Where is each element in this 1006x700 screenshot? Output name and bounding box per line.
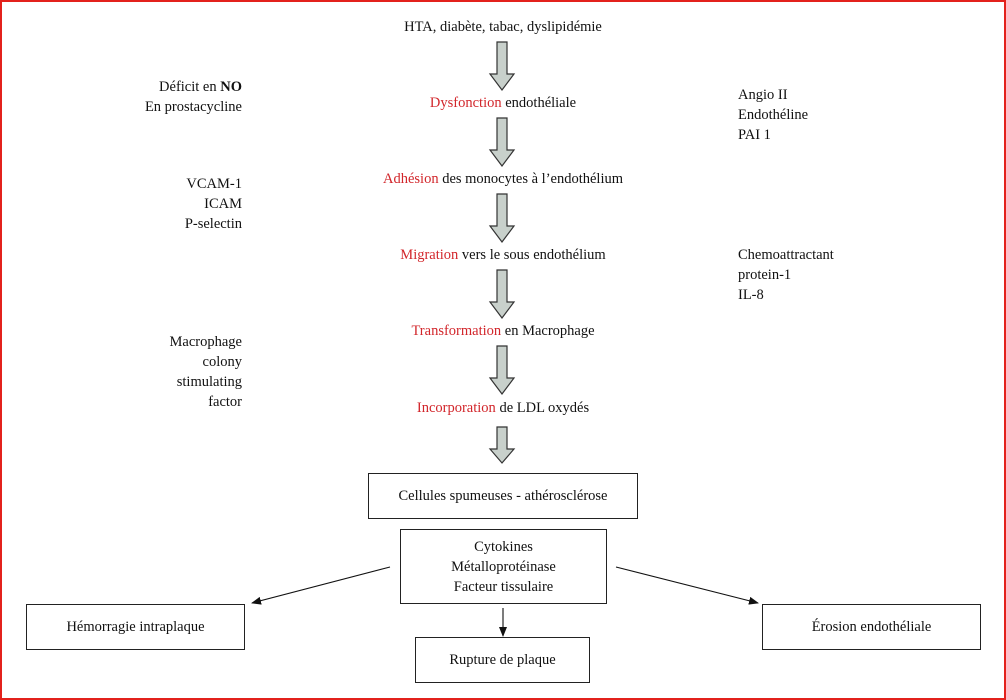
right-note-angio: Angio II [738, 87, 788, 103]
right-note-dysfonction: Angio II Endothéline PAI 1 [738, 85, 808, 145]
rupture-box: Rupture de plaque [415, 637, 590, 683]
step-adhesion-text: des monocytes à l’endothélium [438, 171, 624, 187]
step-dysfonction-text: endothéliale [501, 95, 577, 111]
left-note-mcsf-3: stimulating [176, 374, 242, 390]
left-note-transformation: Macrophage colony stimulating factor [170, 332, 242, 412]
step-migration-keyword: Migration [400, 247, 459, 263]
step-arrow-4 [488, 269, 516, 319]
left-note-no-prefix: Déficit en [159, 79, 221, 95]
step-arrow-3 [488, 193, 516, 243]
left-note-no-bold: NO [220, 79, 242, 95]
step-dysfonction-keyword: Dysfonction [429, 95, 502, 111]
arrow-to-hemorrhage [251, 566, 391, 605]
risk-factors-label: HTA, diabète, tabac, dyslipidémie [404, 19, 602, 35]
right-note-migration: Chemoattractant protein-1 IL-8 [738, 245, 834, 305]
left-note-vcam: VCAM-1 [186, 176, 242, 192]
step-adhesion-keyword: Adhésion [382, 171, 439, 187]
right-note-endotheline: Endothéline [738, 107, 809, 123]
mediator-cytokines: Cytokines [474, 538, 533, 555]
foam-cells-label: Cellules spumeuses - athérosclérose [398, 488, 608, 504]
left-note-icam: ICAM [204, 196, 242, 212]
erosion-label: Érosion endothéliale [811, 619, 932, 635]
step-arrow-2 [488, 117, 516, 167]
step-migration-text: vers le sous endothélium [458, 247, 606, 263]
step-transformation-text: en Macrophage [501, 323, 595, 339]
left-note-adhesion: VCAM-1 ICAM P-selectin [185, 174, 242, 234]
left-note-pselectin: P-selectin [184, 216, 242, 232]
step-incorporation-keyword: Incorporation [416, 400, 496, 416]
step-incorporation: Incorporation de LDL oxydés [417, 398, 589, 418]
left-note-no-line: Déficit en NO [145, 77, 242, 97]
step-incorporation-text: de LDL oxydés [495, 400, 590, 416]
step-arrow-5 [488, 345, 516, 395]
right-note-il8: IL-8 [738, 287, 764, 303]
step-arrow-6 [488, 426, 516, 464]
right-note-chemo: Chemoattractant [738, 247, 834, 263]
rupture-label: Rupture de plaque [449, 652, 556, 668]
foam-cells-box: Cellules spumeuses - athérosclérose [368, 473, 638, 519]
erosion-box: Érosion endothéliale [762, 604, 981, 650]
step-arrow-1 [488, 41, 516, 91]
step-migration: Migration vers le sous endothélium [400, 245, 605, 265]
hemorrhage-box: Hémorragie intraplaque [26, 604, 245, 650]
right-note-protein: protein-1 [738, 267, 792, 283]
left-note-dysfonction: Déficit en NO En prostacycline [145, 77, 242, 117]
mediator-metalloproteinase: Métalloprotéinase [451, 558, 556, 575]
left-note-mcsf-2: colony [202, 354, 242, 370]
step-dysfonction: Dysfonction endothéliale [430, 93, 576, 113]
left-note-prostacycline: En prostacycline [144, 99, 242, 115]
step-adhesion: Adhésion des monocytes à l’endothélium [383, 169, 623, 189]
step-transformation-keyword: Transformation [411, 323, 502, 339]
mediators-box: Cytokines Métalloprotéinase Facteur tiss… [400, 529, 607, 604]
step-transformation: Transformation en Macrophage [411, 321, 594, 341]
right-note-pai: PAI 1 [738, 127, 771, 143]
left-note-mcsf-4: factor [208, 394, 242, 410]
hemorrhage-label: Hémorragie intraplaque [66, 619, 205, 635]
left-note-mcsf-1: Macrophage [169, 334, 242, 350]
arrow-to-erosion [615, 566, 759, 605]
mediator-tissue-factor: Facteur tissulaire [453, 578, 554, 595]
